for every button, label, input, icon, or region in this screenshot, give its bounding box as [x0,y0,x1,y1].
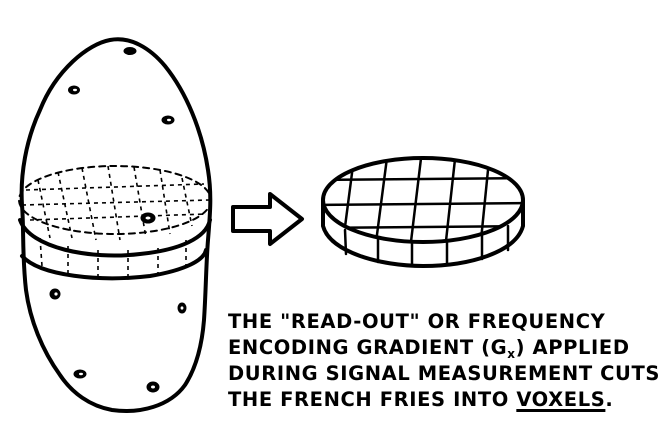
slice-bottom-edge [20,248,208,281]
caption-line-4-end: . [605,388,614,411]
potato-outline [19,37,213,413]
caption-line-2: ENCODING GRADIENT (Gx) APPLIED [228,335,658,361]
gradient-subscript: x [507,347,516,361]
caption-line-2-start: ENCODING GRADIENT (G [228,336,508,359]
potato-drawing [18,37,213,413]
caption-line-4-start: THE FRENCH FRIES INTO [228,388,517,411]
slice-front-edge [18,218,212,258]
slice-top-grid [21,165,211,241]
caption-line-1: THE "READ-OUT" OR FREQUENCY [228,310,606,333]
slab-side [321,198,525,268]
slab-top-ellipse [321,156,525,244]
slab-side-divisions [343,224,510,268]
gridded-slab-drawing [321,156,525,268]
slice-top-dashed-ellipse [18,165,212,235]
caption-line-4: THE FRENCH FRIES INTO VOXELS. [228,387,658,413]
outlined-right-arrow [231,192,304,246]
caption-line-3: DURING SIGNAL MEASUREMENT CUTS [228,362,660,385]
potato-eyes [49,47,187,393]
slab-top-grid [323,158,523,242]
caption-line-2-end: ) APPLIED [515,336,630,359]
caption-text: THE "READ-OUT" OR FREQUENCY ENCODING GRA… [228,309,660,413]
voxels-term: VOXELS [516,388,606,411]
